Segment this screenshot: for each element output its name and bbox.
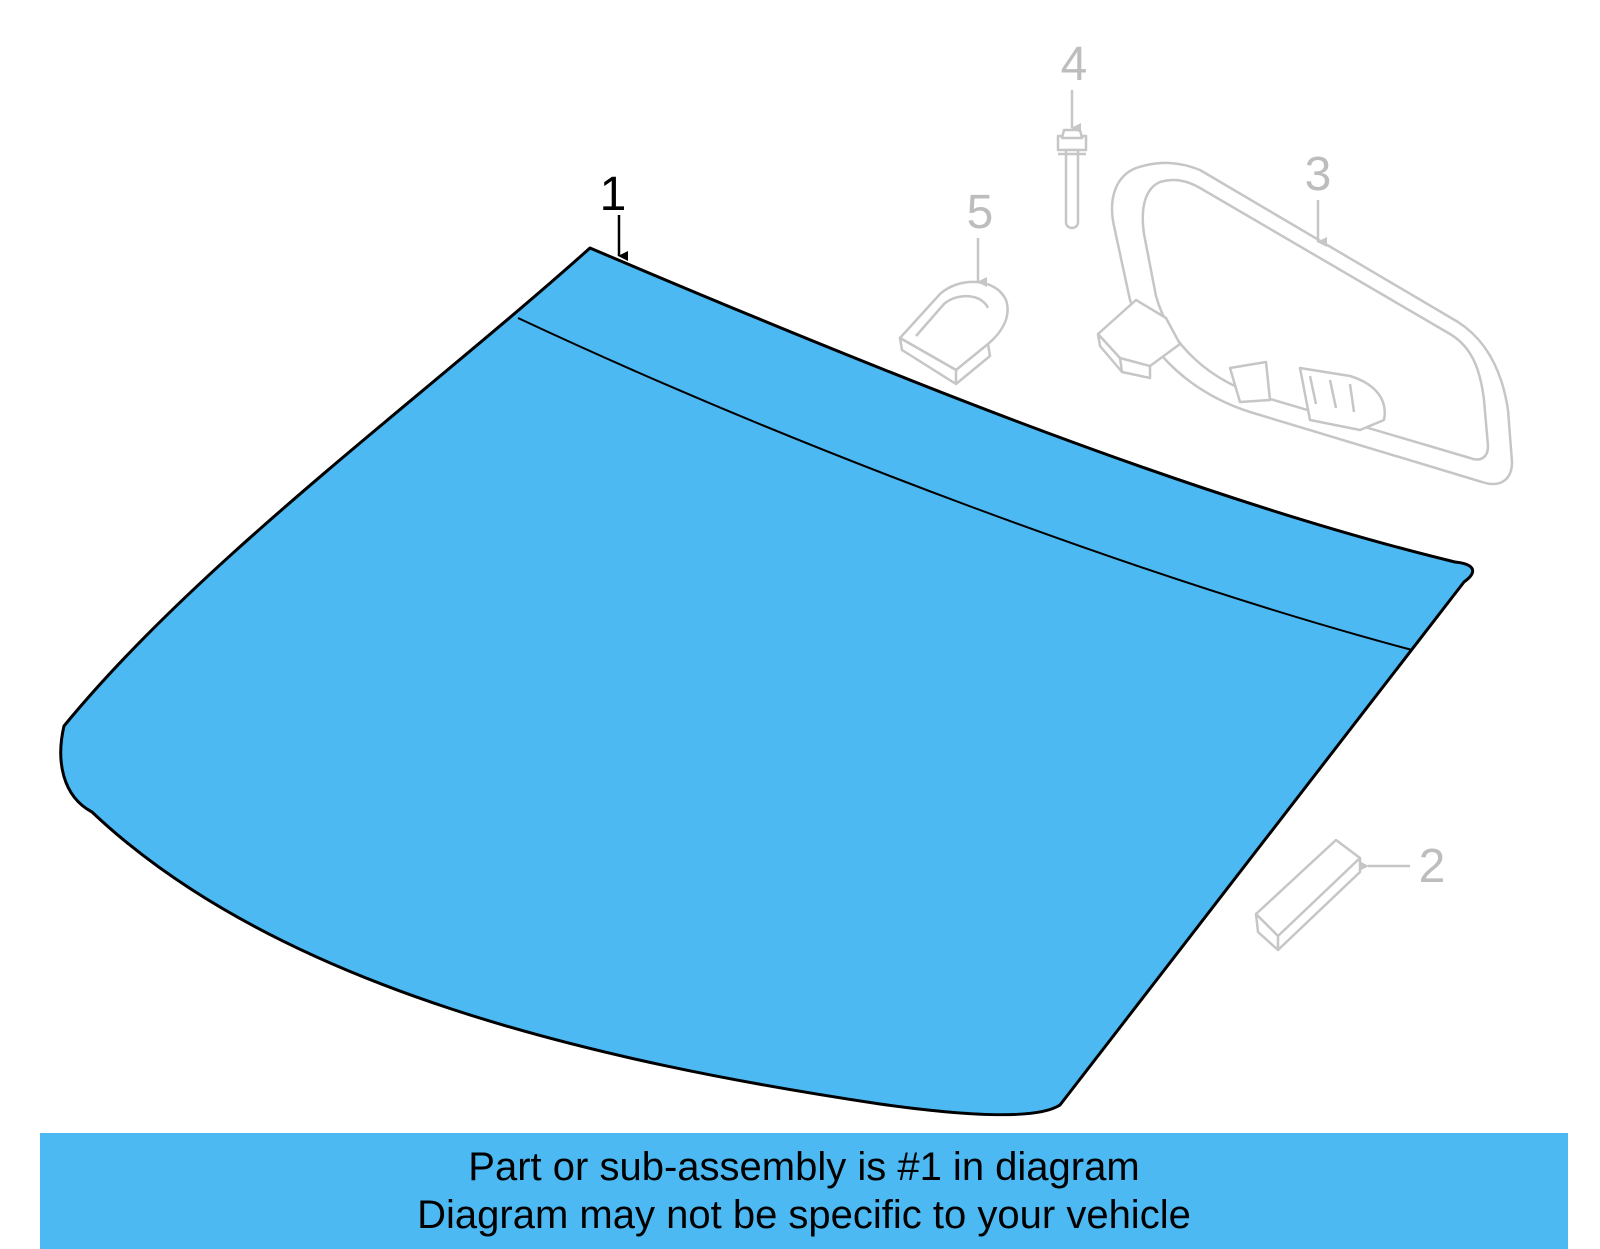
callout-1: 1 [600, 168, 628, 261]
callout-4-label: 4 [1061, 38, 1088, 91]
bracket-part [1254, 838, 1362, 952]
callout-5-label: 5 [967, 186, 994, 239]
callout-3-label: 3 [1305, 148, 1332, 201]
rear-view-mirror-part [1096, 161, 1514, 486]
windshield-glass-shape [59, 246, 1475, 1117]
callout-1-label: 1 [600, 168, 627, 221]
callout-2-label: 2 [1419, 840, 1446, 893]
callout-4: 4 [1061, 38, 1088, 133]
bolt-part [1056, 128, 1088, 230]
windshield-glass-part [59, 246, 1475, 1117]
callout-5: 5 [967, 186, 994, 287]
mirror-mount-button-part [898, 280, 1009, 386]
callout-2: 2 [1359, 840, 1446, 893]
callout-3: 3 [1305, 148, 1332, 247]
banner-line-1: Part or sub-assembly is #1 in diagram [468, 1145, 1140, 1189]
banner-line-2: Diagram may not be specific to your vehi… [417, 1193, 1191, 1237]
windshield-shade-band-line [517, 317, 1413, 651]
disclaimer-banner: Part or sub-assembly is #1 in diagram Di… [40, 1133, 1568, 1249]
